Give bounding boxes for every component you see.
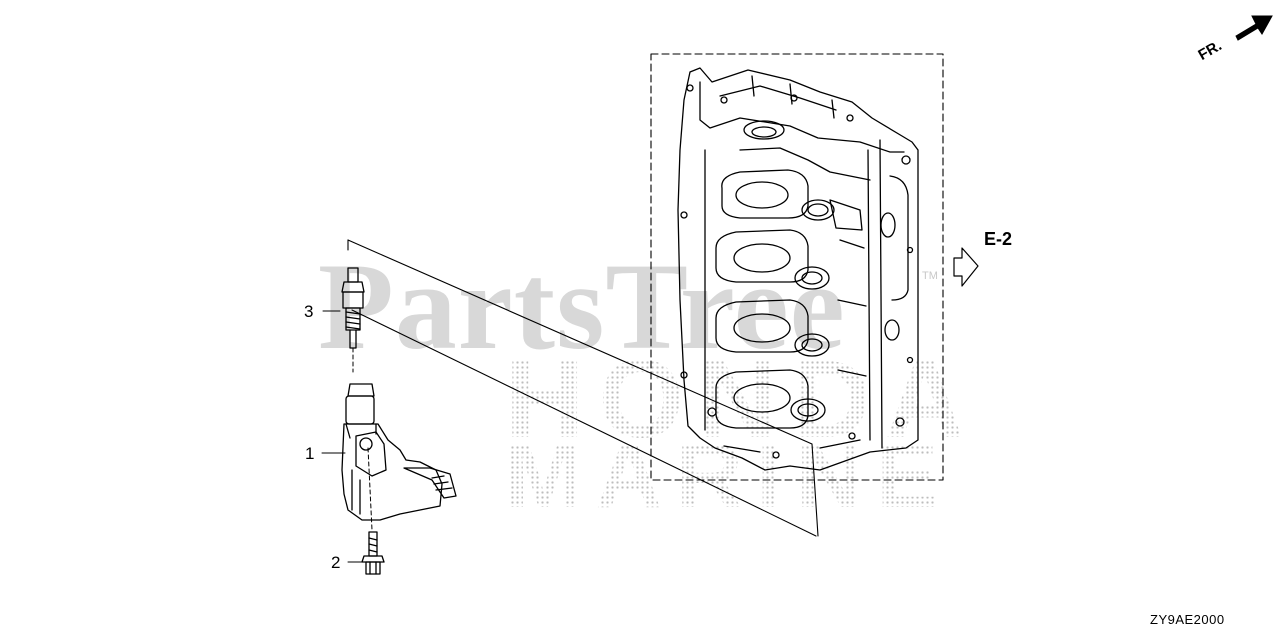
section-reference: E-2 bbox=[984, 229, 1013, 249]
callout-2: 2 bbox=[331, 553, 341, 572]
assembly-boundary-dashed bbox=[650, 53, 944, 481]
diagram-code: ZY9AE2000 bbox=[1150, 612, 1225, 627]
reference-line-2 bbox=[347, 239, 817, 537]
spark-plug bbox=[341, 267, 365, 373]
front-direction-arrow bbox=[1235, 15, 1273, 41]
trademark-mark: TM bbox=[922, 270, 938, 282]
marine-watermark: MARINE bbox=[505, 425, 952, 527]
reference-arrow bbox=[953, 247, 979, 287]
callout-1: 1 bbox=[305, 444, 315, 463]
callout-3: 3 bbox=[304, 302, 314, 321]
ignition-coil bbox=[341, 383, 457, 521]
reference-line bbox=[347, 239, 819, 537]
cylinder-head bbox=[677, 67, 919, 471]
flange-bolt bbox=[361, 447, 385, 575]
